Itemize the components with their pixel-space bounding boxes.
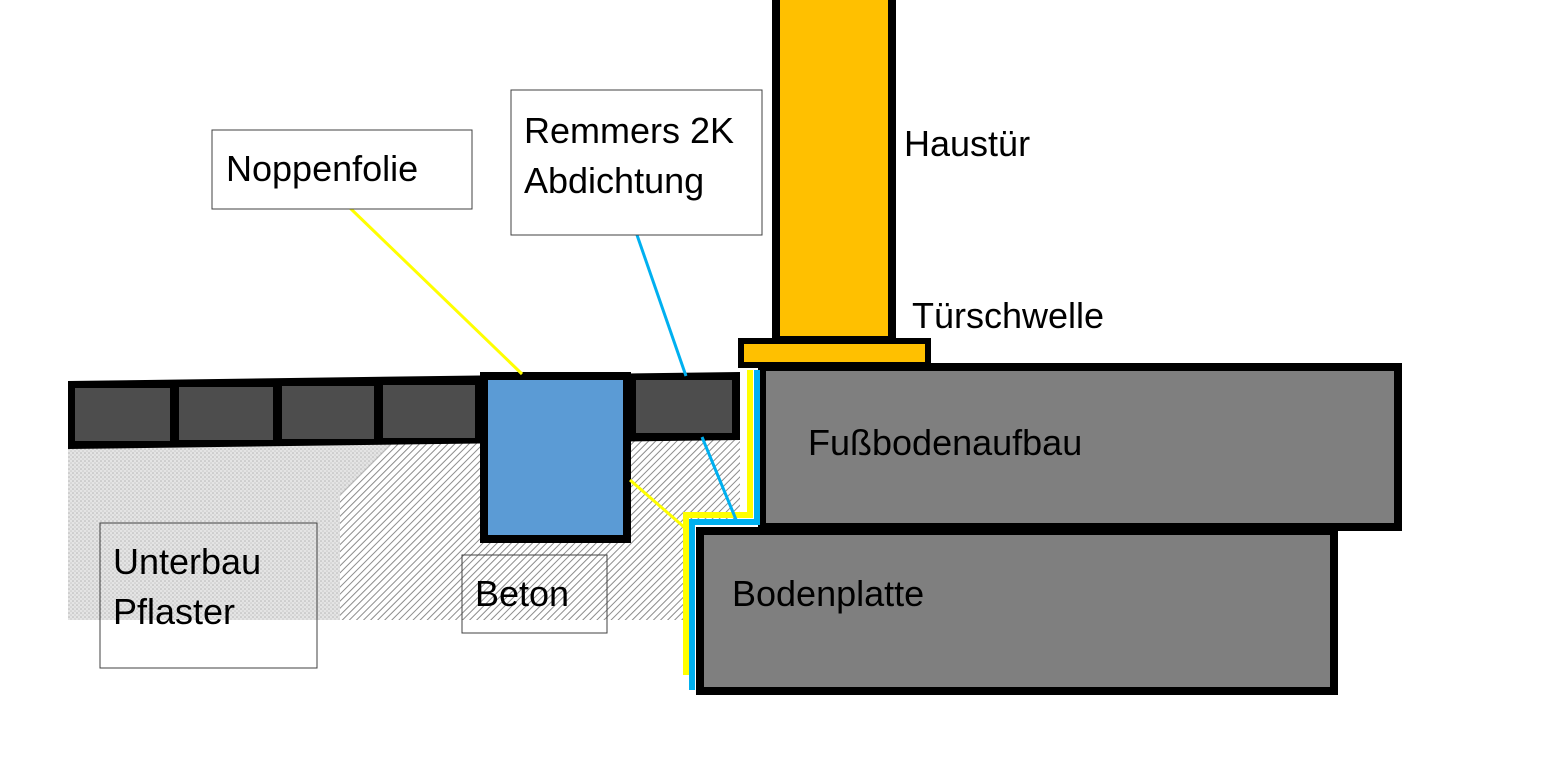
paver-stone — [75, 388, 170, 441]
paver-stone — [282, 386, 374, 439]
paver-stone — [383, 385, 475, 438]
door-leaf — [772, 0, 896, 344]
abdichtung-leader-line — [635, 234, 688, 377]
noppenfolie-leader-line — [348, 206, 524, 376]
beton-label: Beton — [475, 573, 569, 614]
door-threshold — [738, 338, 931, 368]
fussbodenaufbau-slab — [758, 363, 1402, 531]
haustuer-label: Haustür — [904, 123, 1030, 164]
paver-stone — [179, 387, 273, 440]
fussbodenaufbau-label: Fußbodenaufbau — [808, 422, 1082, 463]
remmers-callout-box — [510, 89, 763, 236]
bodenplatte-label: Bodenplatte — [732, 573, 924, 614]
bodenplatte-slab — [696, 527, 1338, 695]
drainage-gutter — [480, 372, 631, 543]
unterbau-label-line2: Pflaster — [113, 591, 235, 632]
beton-callout-box — [461, 554, 608, 634]
paver-row — [68, 372, 740, 449]
unterbau-callout-box — [99, 522, 318, 669]
noppenfolie-callout-box — [211, 129, 473, 210]
remmers-label-line1: Remmers 2K — [524, 110, 734, 151]
noppenfolie-membrane — [683, 370, 753, 675]
abdichtung-membrane — [689, 370, 760, 690]
tuerschwelle-label: Türschwelle — [912, 295, 1104, 336]
paver-stone — [636, 380, 732, 433]
noppenfolie-label: Noppenfolie — [226, 148, 418, 189]
unterbau-area — [68, 440, 395, 620]
unterbau-label-line1: Unterbau — [113, 541, 261, 582]
abdichtung-leader-line-lower — [700, 436, 739, 523]
remmers-label-line2: Abdichtung — [524, 160, 704, 201]
noppenfolie-leader-line-lower — [629, 478, 685, 529]
